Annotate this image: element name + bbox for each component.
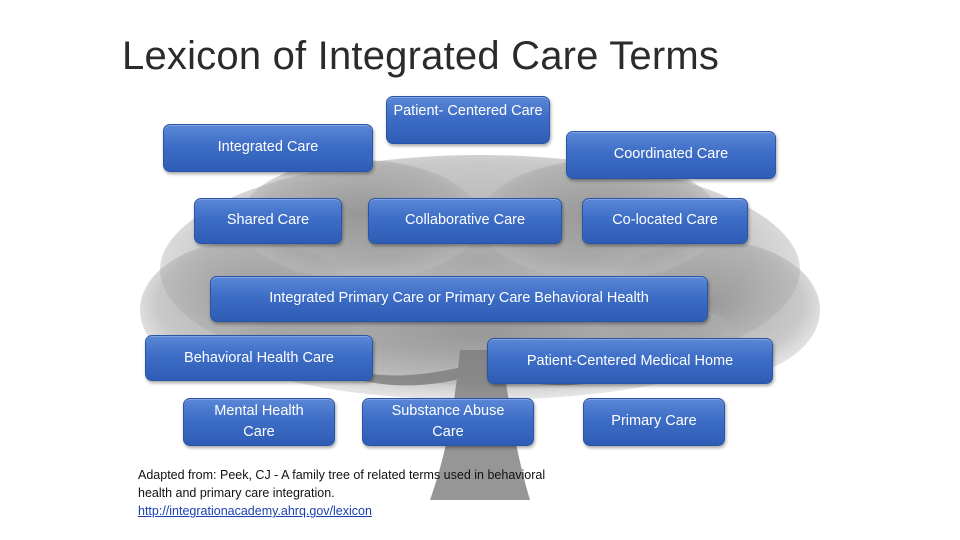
patient-centered-care-box: Patient- Centered Care [386,96,550,144]
primary-care-box: Primary Care [583,398,725,446]
source-credit: Adapted from: Peek, CJ - A family tree o… [138,466,558,520]
coordinated-care-box: Coordinated Care [566,131,776,179]
mental-health-care-box: Mental Health Care [183,398,335,446]
patient-centered-medical-home-box: Patient-Centered Medical Home [487,338,773,384]
integrated-care-box: Integrated Care [163,124,373,172]
slide-title: Lexicon of Integrated Care Terms [122,34,720,78]
collaborative-care-box: Collaborative Care [368,198,562,244]
behavioral-health-care-box: Behavioral Health Care [145,335,373,381]
source-link[interactable]: http://integrationacademy.ahrq.gov/lexic… [138,504,372,519]
source-credit-text: Adapted from: Peek, CJ - A family tree o… [138,468,546,501]
shared-care-box: Shared Care [194,198,342,244]
co-located-care-box: Co-located Care [582,198,748,244]
integrated-primary-care-box: Integrated Primary Care or Primary Care … [210,276,708,322]
substance-abuse-care-box: Substance Abuse Care [362,398,534,446]
